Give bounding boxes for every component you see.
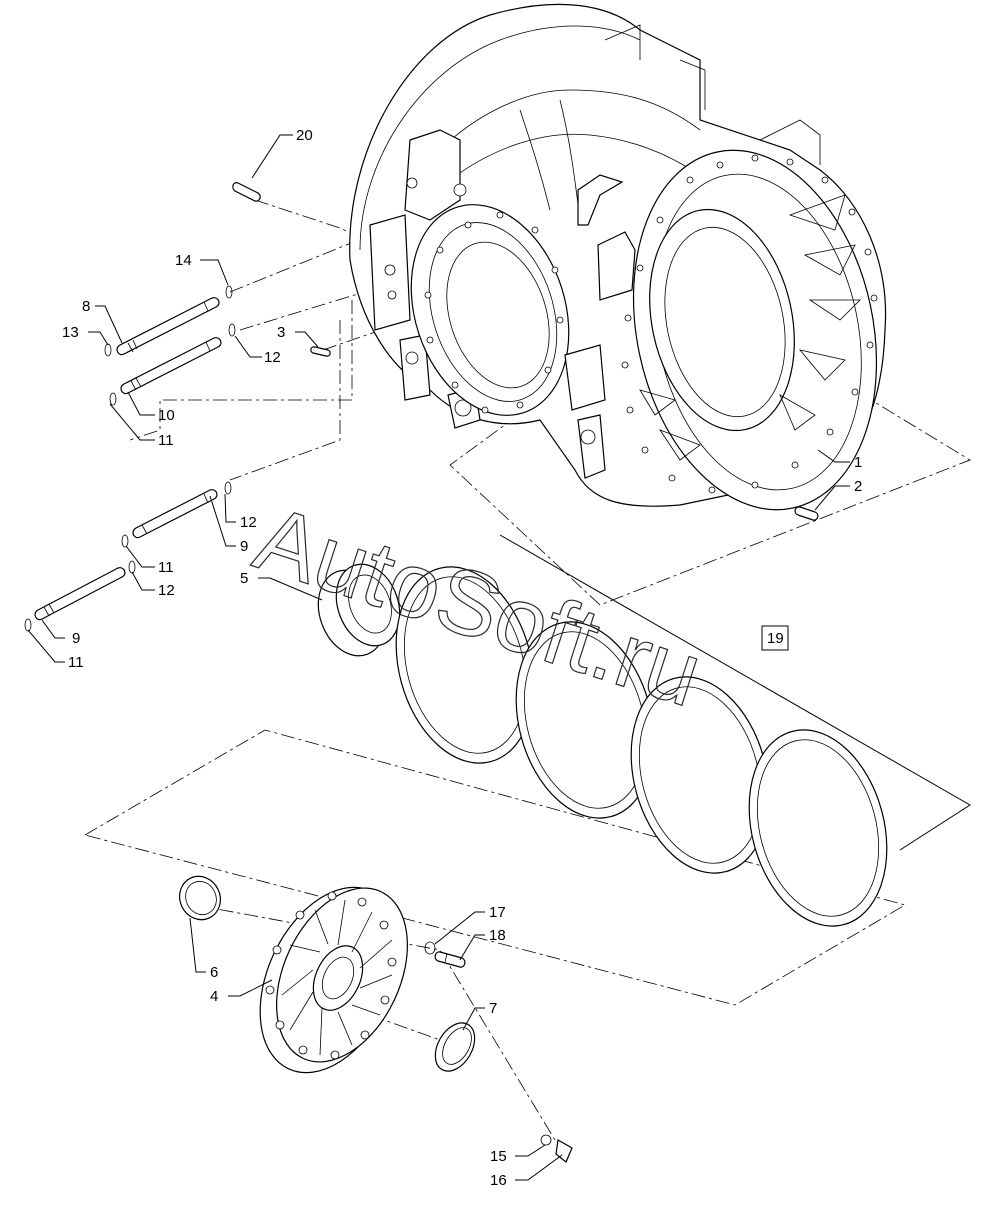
callout-7: 7: [489, 1000, 497, 1017]
shaft-10: [120, 337, 222, 395]
washer-17-bolt-18: [424, 941, 466, 968]
shaft-9-upper: [132, 489, 218, 539]
callout-1: 1: [854, 454, 862, 471]
callout-19: 19: [767, 630, 784, 647]
callout-4: 4: [210, 988, 218, 1005]
callout-19-box: [761, 625, 789, 651]
callout-2: 2: [854, 478, 862, 495]
callout-11-c: 11: [68, 654, 84, 671]
housing-internal-ribs: [639, 194, 861, 461]
leader-lines: [27, 134, 850, 1181]
callout-5: 5: [240, 570, 248, 587]
callout-11-b: 11: [158, 559, 174, 576]
callout-17: 17: [489, 904, 506, 921]
shim-kit-19: [395, 534, 971, 927]
callout-9-b: 9: [72, 630, 80, 647]
cover-bolt-holes: [265, 891, 397, 1060]
callout-3: 3: [277, 324, 285, 341]
front-flange-bolt-holes: [621, 154, 878, 494]
cover-spokes: [281, 899, 393, 1056]
callout-14: 14: [175, 252, 192, 269]
bearing-cover-4: [259, 886, 408, 1074]
callout-10: 10: [158, 407, 175, 424]
dowel-pin-20: [232, 182, 261, 202]
callout-13: 13: [62, 324, 79, 341]
shim-2: [515, 621, 655, 819]
snap-ring-6: [179, 875, 221, 921]
callout-15: 15: [490, 1148, 507, 1165]
callout-11: 11: [158, 432, 174, 449]
callout-12: 12: [264, 349, 281, 366]
dowel-pin-3: [310, 346, 331, 357]
callout-9: 9: [240, 538, 248, 555]
callout-16: 16: [490, 1172, 507, 1189]
dowel-pin-2: [794, 506, 819, 521]
transmission-housing: [349, 3, 887, 511]
side-port-bolt-holes: [424, 211, 564, 414]
callout-12-b: 12: [240, 514, 257, 531]
o-rings: [24, 285, 236, 632]
bearing-5: [317, 563, 401, 657]
shaft-8: [116, 297, 220, 356]
callout-18: 18: [489, 927, 506, 944]
seal-ring-7: [434, 1022, 476, 1072]
callout-labels: 20 14 8 13 3 12 10 11 1 2 12 9 11 12 5 1…: [62, 127, 862, 1189]
callout-6: 6: [210, 964, 218, 981]
shim-4: [748, 729, 888, 927]
callout-8: 8: [82, 298, 90, 315]
callout-20: 20: [296, 127, 313, 144]
callout-12-c: 12: [158, 582, 175, 599]
fitting-15-16: [540, 1134, 573, 1163]
shaft-9-lower: [34, 567, 126, 621]
